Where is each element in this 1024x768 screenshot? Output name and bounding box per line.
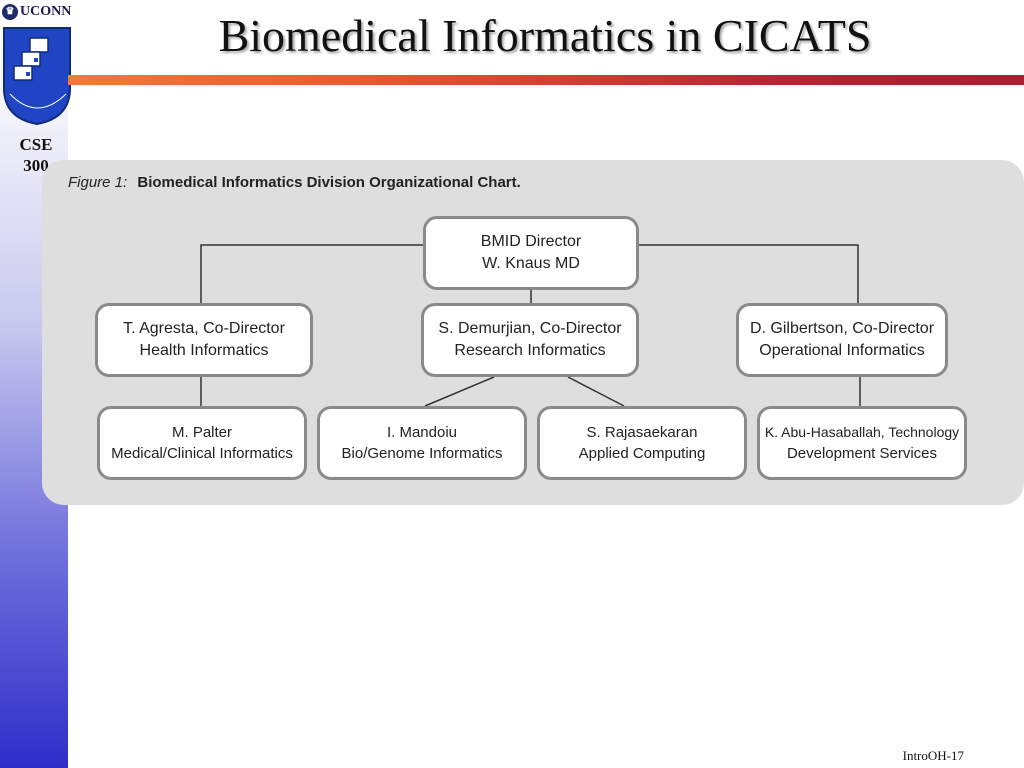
- node-agresta-line2: Health Informatics: [139, 342, 269, 359]
- course-code-line2: 300: [23, 156, 49, 175]
- node-palter-line1: M. Palter: [171, 424, 232, 441]
- connector-director-gilbertson: [638, 244, 859, 303]
- org-chart-figure: Figure 1: Biomedical Informatics Divisio…: [42, 160, 1024, 505]
- node-agresta-line1: T. Agresta, Co-Director: [123, 320, 285, 337]
- node-abu-line1: K. Abu-Hasaballah, Technology: [764, 424, 960, 440]
- org-node-abu-hasaballah: K. Abu-Hasaballah, Technology Developmen…: [757, 406, 967, 480]
- uconn-logo: ♛ UCONN: [2, 2, 71, 22]
- node-demurjian-line1: S. Demurjian, Co-Director: [438, 320, 622, 337]
- connector-director-agresta: [200, 244, 424, 303]
- node-abu-line2: Development Services: [786, 445, 938, 462]
- title-accent-bar: [68, 75, 1024, 85]
- cse-department-logo-icon: [3, 27, 71, 126]
- node-rajasaekaran-line1: S. Rajasaekaran: [586, 424, 698, 441]
- node-demurjian-line2: Research Informatics: [454, 342, 606, 359]
- node-director-name: W. Knaus MD: [482, 255, 580, 272]
- node-director-title: BMID Director: [480, 233, 582, 250]
- org-node-demurjian: S. Demurjian, Co-Director Research Infor…: [421, 303, 639, 377]
- org-chart-connectors: [200, 244, 861, 407]
- university-name: UCONN: [20, 4, 72, 19]
- figure-label: Figure 1:: [68, 174, 128, 191]
- node-mandoiu-line1: I. Mandoiu: [386, 424, 458, 441]
- node-gilbertson-line2: Operational Informatics: [759, 342, 925, 359]
- org-node-rajasaekaran: S. Rajasaekaran Applied Computing: [537, 406, 747, 480]
- node-palter-line2: Medical/Clinical Informatics: [111, 445, 293, 462]
- slide-number: IntroOH-17: [902, 748, 964, 763]
- node-mandoiu-line2: Bio/Genome Informatics: [341, 445, 503, 462]
- figure-caption: Figure 1: Biomedical Informatics Divisio…: [68, 174, 521, 191]
- node-gilbertson-line1: D. Gilbertson, Co-Director: [749, 320, 935, 337]
- node-rajasaekaran-line2: Applied Computing: [578, 445, 706, 462]
- org-node-agresta: T. Agresta, Co-Director Health Informati…: [95, 303, 313, 377]
- uconn-seal-icon: ♛: [2, 4, 18, 20]
- org-node-mandoiu: I. Mandoiu Bio/Genome Informatics: [317, 406, 527, 480]
- connector-demurjian-mandoiu: [424, 376, 495, 407]
- org-node-palter: M. Palter Medical/Clinical Informatics: [97, 406, 307, 480]
- connector-demurjian-rajasaekaran: [567, 376, 625, 407]
- slide-title: Biomedical Informatics in CICATS: [218, 10, 872, 61]
- course-code: CSE 300: [8, 134, 64, 176]
- org-node-gilbertson: D. Gilbertson, Co-Director Operational I…: [736, 303, 948, 377]
- figure-caption-text: Biomedical Informatics Division Organiza…: [137, 174, 521, 191]
- org-node-director: BMID Director W. Knaus MD: [423, 216, 639, 290]
- course-code-line1: CSE: [19, 135, 53, 154]
